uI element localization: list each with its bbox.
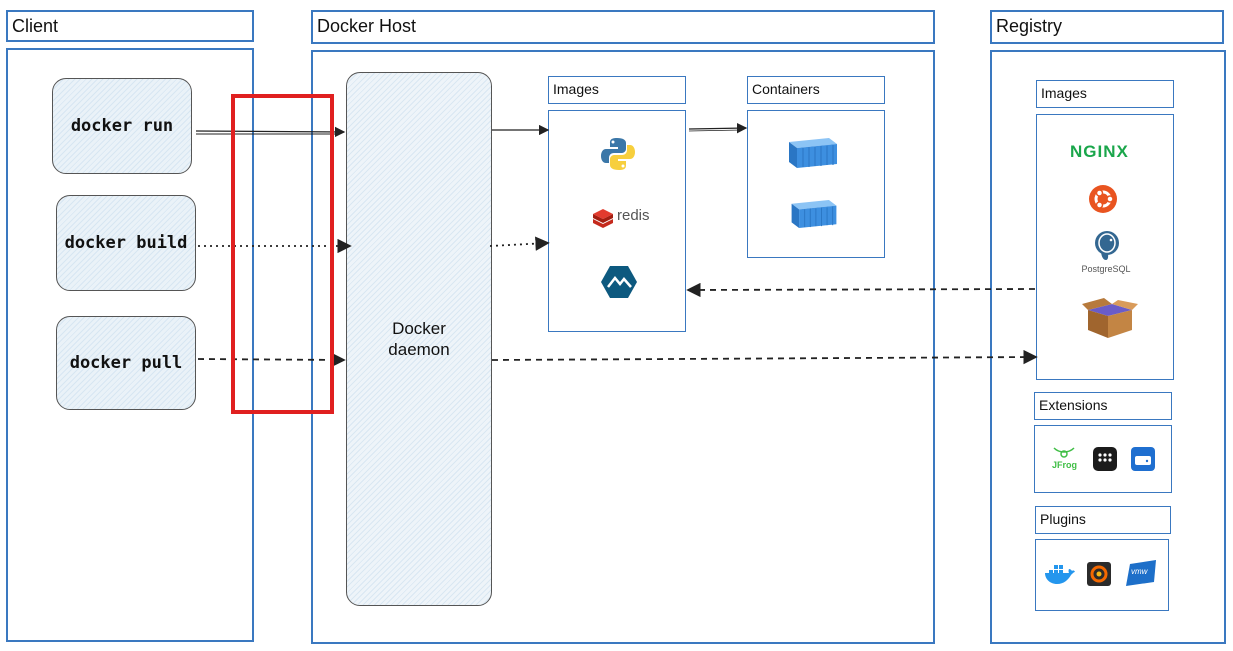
postgresql-text: PostgreSQL (1081, 264, 1131, 274)
vmware-text: vmw (1131, 567, 1148, 576)
redis-text: redis (617, 207, 650, 224)
plugins-title: Plugins (1035, 506, 1171, 534)
registry-images-title-text: Images (1041, 85, 1087, 101)
registry-to-host-images-arrow (686, 282, 1036, 298)
registry-images-title: Images (1036, 80, 1174, 108)
vmware-icon (1126, 560, 1156, 586)
extensions-title-text: Extensions (1039, 397, 1108, 413)
docker-whale-icon (1045, 565, 1075, 584)
images-to-containers-arrow (688, 122, 748, 134)
jfrog-text: JFrog (1052, 460, 1078, 470)
redis-icon (593, 209, 613, 228)
pull-to-daemon-arrow (197, 352, 346, 368)
container-icon (791, 200, 837, 228)
plugins-title-text: Plugins (1040, 511, 1086, 527)
disk-app-icon (1131, 447, 1155, 471)
daemon-to-images-dotted-arrow (489, 236, 550, 251)
ubuntu-icon (1089, 185, 1117, 213)
container-icon (789, 138, 837, 168)
docker-build-label: docker build (64, 233, 188, 253)
postgresql-icon (1095, 231, 1119, 260)
nginx-logo: NGINX (1070, 142, 1129, 161)
containers-panel (747, 110, 885, 258)
python-icon (601, 138, 635, 170)
docker-pull-label: docker pull (69, 353, 183, 373)
docker-build-command[interactable]: docker build (56, 195, 196, 291)
highlight-box (231, 94, 334, 414)
docker-run-command[interactable]: docker run (52, 78, 192, 174)
client-title: Client (6, 10, 254, 42)
registry-title: Registry (990, 10, 1224, 44)
daemon-to-registry-arrow (491, 349, 1038, 365)
client-title-text: Client (12, 16, 59, 36)
docker-host-title-text: Docker Host (317, 16, 417, 36)
docker-pull-command[interactable]: docker pull (56, 316, 196, 410)
host-images-title-text: Images (553, 81, 599, 97)
box-icon (1082, 298, 1138, 338)
alpine-icon (601, 266, 637, 298)
run-to-daemon-arrow (195, 126, 346, 138)
daemon-line-2: daemon (388, 340, 450, 359)
daemon-line-1: Docker (392, 319, 446, 338)
containers-title: Containers (747, 76, 885, 104)
images-to-containers-arrow-echo (688, 129, 743, 132)
docker-run-label: docker run (70, 116, 174, 136)
jfrog-icon (1053, 447, 1075, 458)
docker-daemon-label: Docker daemon (388, 318, 449, 360)
grafana-icon (1087, 562, 1111, 586)
registry-title-text: Registry (996, 16, 1063, 36)
grid-app-icon (1093, 447, 1117, 471)
docker-daemon[interactable]: Docker daemon (346, 72, 492, 606)
extensions-title: Extensions (1034, 392, 1172, 420)
docker-host-title: Docker Host (311, 10, 935, 44)
containers-title-text: Containers (752, 81, 820, 97)
host-images-title: Images (548, 76, 686, 104)
